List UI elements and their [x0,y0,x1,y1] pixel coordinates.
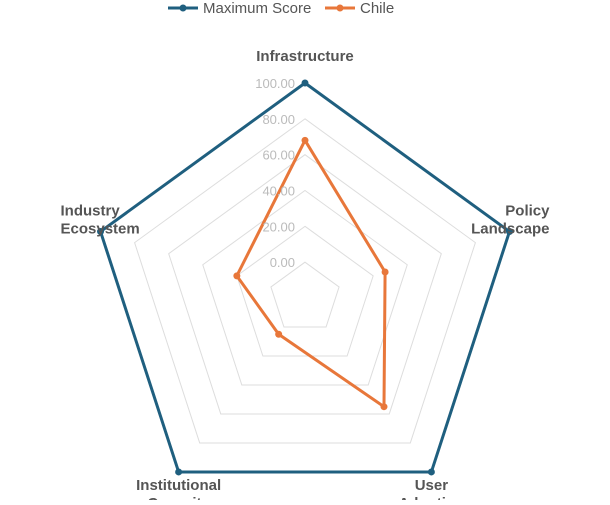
series-line-maximum-score [99,81,511,474]
data-point-chile [301,136,309,144]
tick-label: 40.00 [262,184,295,199]
tick-label: 20.00 [262,219,295,234]
grid-ring [202,189,408,386]
data-point-maximum-score [175,468,183,476]
legend-marker-maximum-score [179,4,187,12]
legend-label-maximum-score: Maximum Score [203,0,311,17]
data-point-maximum-score [427,468,435,476]
legend-marker-chile [336,4,344,12]
data-point-chile [233,272,241,280]
axis-label-infrastructure: Infrastructure [256,48,354,65]
data-point-maximum-score [97,228,105,236]
tick-label: 60.00 [262,148,295,163]
data-point-chile [275,330,283,338]
data-point-maximum-score [505,228,513,236]
tick-label: 100.00 [255,76,295,91]
axis-label-institutional-capacity: InstitutionalCapacity [136,477,221,500]
data-point-chile [381,268,389,276]
grid-ring [270,261,340,328]
grid-ring [134,118,476,444]
legend-label-chile: Chile [360,0,394,17]
tick-label: 80.00 [262,112,295,127]
data-point-chile [380,403,388,411]
grid-ring [236,225,374,357]
tick-label: 0.00 [270,255,295,270]
axis-label-user-adoption: UserAdoption [398,477,464,500]
series-line-chile [235,138,387,409]
data-point-maximum-score [301,79,309,87]
grid-ring [168,154,442,415]
